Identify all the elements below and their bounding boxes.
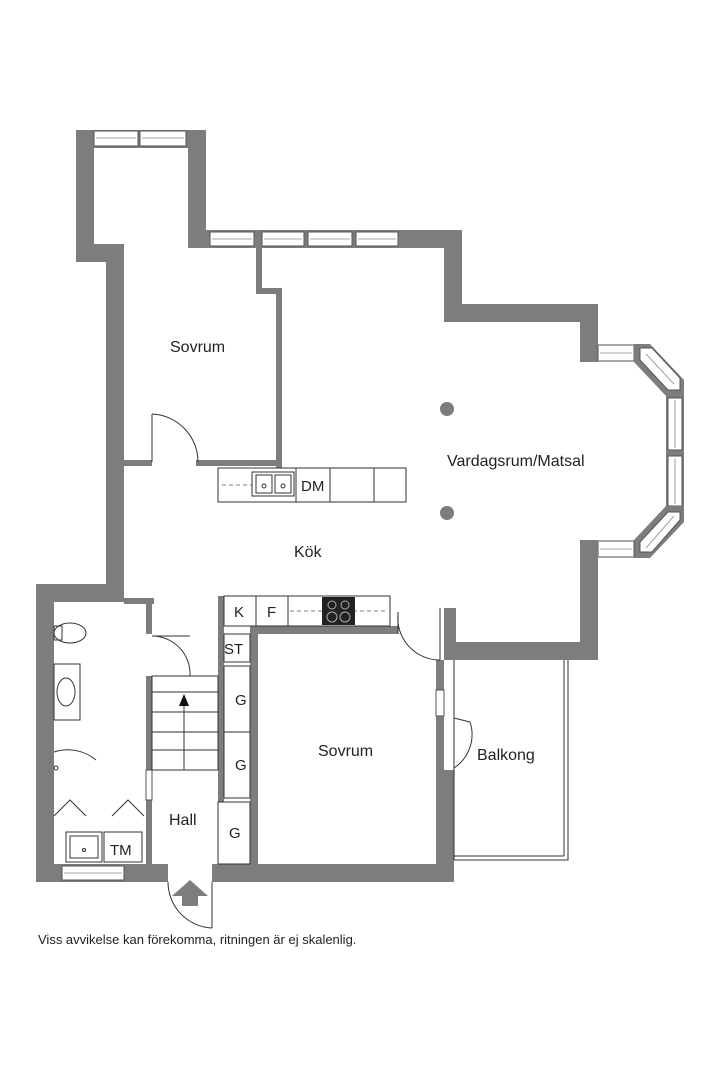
room-label-balcony: Balkong [477,747,535,764]
fixture-label-storage: ST [224,641,243,658]
room-label-sovrum-bottom: Sovrum [318,743,373,760]
entry-arrow-icon [172,880,208,906]
disclaimer-note: Viss avvikelse kan förekomma, ritningen … [38,932,357,947]
kitchen-island [217,467,407,503]
wardrobes [217,665,251,865]
fixture-label-wardrobe-1: G [235,692,247,709]
stairs-up-arrow-icon [179,694,189,706]
doors [151,413,473,929]
inner-walls [124,240,444,870]
fixture-label-freezer: F [267,604,276,621]
balcony-outline [453,660,569,861]
kitchen-counter [223,595,391,663]
room-label-hall: Hall [169,812,197,829]
fixture-label-wardrobe-3: G [229,825,241,842]
fixture-label-fridge: K [234,604,244,621]
room-label-sovrum-top: Sovrum [170,339,225,356]
fixture-label-dishwasher: DM [301,478,324,495]
stairs [151,675,219,771]
fixture-label-wardrobe-2: G [235,757,247,774]
windows [61,130,445,881]
bay-window [580,344,684,558]
bathroom [53,622,145,863]
room-label-kitchen: Kök [294,544,323,561]
room-label-living: Vardagsrum/Matsal [447,453,585,470]
column-2 [440,506,454,520]
column-1 [440,402,454,416]
fixture-label-dryer: TM [110,842,132,859]
